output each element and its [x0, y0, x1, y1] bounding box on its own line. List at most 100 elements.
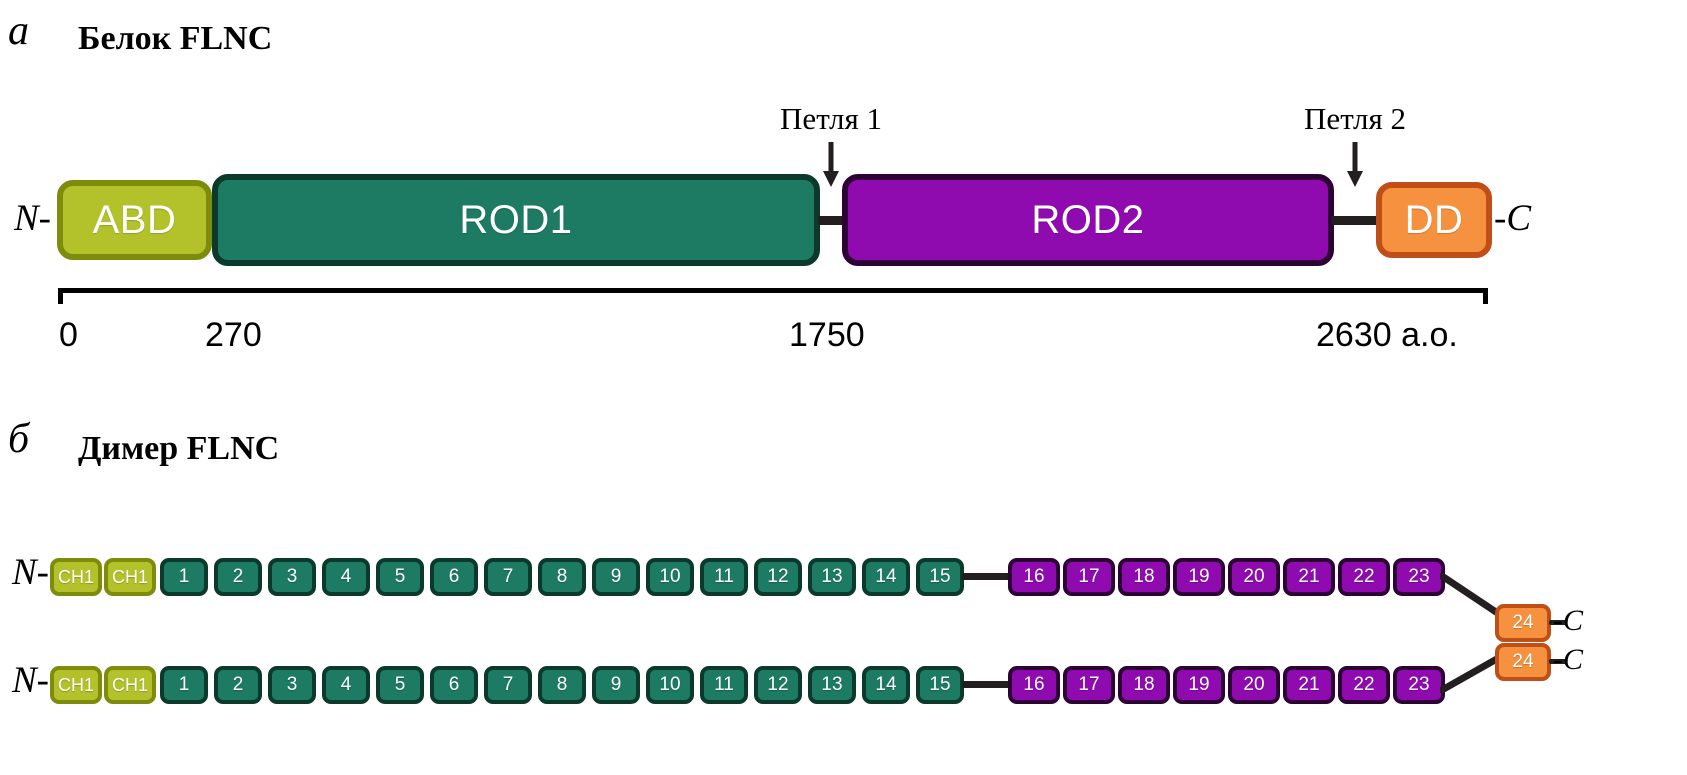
repeat-label: 24 [1512, 651, 1534, 672]
hinge-link-2 [1331, 216, 1381, 225]
chain-top-rod1-11[interactable]: 11 [700, 558, 748, 596]
repeat-label: 9 [610, 566, 622, 587]
domain-rod1-label: ROD1 [459, 197, 573, 242]
repeat-label: 19 [1188, 674, 1210, 695]
repeat-label: 16 [1023, 674, 1045, 695]
chain-top-rod1-10[interactable]: 10 [646, 558, 694, 596]
chain-bottom-rod2-22[interactable]: 22 [1338, 666, 1390, 704]
scale-bar-line [58, 288, 1488, 293]
repeat-label: 20 [1243, 566, 1265, 587]
repeat-label: 6 [448, 674, 460, 695]
chain-top-ch1-1[interactable]: CH1 [50, 558, 102, 596]
repeat-label: 4 [340, 674, 352, 695]
chain-bottom-rod1-8[interactable]: 8 [538, 666, 586, 704]
domain-rod1[interactable]: ROD1 [212, 174, 820, 266]
chain-top-rod1-7[interactable]: 7 [484, 558, 532, 596]
repeat-label: 16 [1023, 566, 1045, 587]
chain-bottom-rod1-3[interactable]: 3 [268, 666, 316, 704]
chain-top-rod1-8[interactable]: 8 [538, 558, 586, 596]
chain-top-dd-24[interactable]: 24 [1495, 604, 1551, 642]
chain-bottom-rod1-7[interactable]: 7 [484, 666, 532, 704]
repeat-label: 12 [767, 674, 789, 695]
loop2-arrow-icon [1347, 142, 1363, 187]
chain-bottom-c-terminus: -C [1553, 643, 1583, 676]
chain-top-rod1-4[interactable]: 4 [322, 558, 370, 596]
repeat-label: 20 [1243, 674, 1265, 695]
chain-bottom-rod2-23[interactable]: 23 [1393, 666, 1445, 704]
chain-top-rod1-9[interactable]: 9 [592, 558, 640, 596]
chain-bottom-rod1-6[interactable]: 6 [430, 666, 478, 704]
repeat-label: 14 [875, 674, 897, 695]
repeat-label: 18 [1133, 674, 1155, 695]
chain-bottom-ch1-2[interactable]: CH1 [104, 666, 156, 704]
repeat-label: 10 [659, 674, 681, 695]
panel-a-n-terminus: N- [14, 198, 51, 239]
chain-bottom-rod1-15[interactable]: 15 [916, 666, 964, 704]
domain-abd[interactable]: ABD [57, 180, 212, 260]
scale-tick-start [58, 288, 63, 304]
panel-a-title: Белок FLNC [78, 20, 273, 57]
chain-bottom-c-link [1549, 659, 1567, 664]
chain-bottom-dd-24[interactable]: 24 [1495, 643, 1551, 681]
chain-bottom-rod1-11[interactable]: 11 [700, 666, 748, 704]
chain-bottom-rod1-1[interactable]: 1 [160, 666, 208, 704]
repeat-label: 1 [178, 566, 190, 587]
chain-top-rod1-2[interactable]: 2 [214, 558, 262, 596]
repeat-label: 21 [1298, 674, 1320, 695]
chain-top-rod2-21[interactable]: 21 [1283, 558, 1335, 596]
chain-bottom-ch1-1[interactable]: CH1 [50, 666, 102, 704]
chain-bottom-rod1-5[interactable]: 5 [376, 666, 424, 704]
repeat-label: 12 [767, 566, 789, 587]
chain-top-dd-connector [1440, 572, 1506, 620]
chain-top-rod2-19[interactable]: 19 [1173, 558, 1225, 596]
chain-bottom-rod1-2[interactable]: 2 [214, 666, 262, 704]
chain-top-rod2-20[interactable]: 20 [1228, 558, 1280, 596]
chain-top-rod1-12[interactable]: 12 [754, 558, 802, 596]
repeat-label: CH1 [57, 674, 94, 695]
chain-bottom-rod2-21[interactable]: 21 [1283, 666, 1335, 704]
chain-top-rod1-6[interactable]: 6 [430, 558, 478, 596]
chain-top-rod2-18[interactable]: 18 [1118, 558, 1170, 596]
chain-top-rod1-14[interactable]: 14 [862, 558, 910, 596]
chain-top-rod2-22[interactable]: 22 [1338, 558, 1390, 596]
chain-bottom-rod2-17[interactable]: 17 [1063, 666, 1115, 704]
chain-top-rod1-5[interactable]: 5 [376, 558, 424, 596]
chain-bottom-rod1-4[interactable]: 4 [322, 666, 370, 704]
chain-bottom-rod2-19[interactable]: 19 [1173, 666, 1225, 704]
chain-bottom-rod2-16[interactable]: 16 [1008, 666, 1060, 704]
chain-top-rod1-3[interactable]: 3 [268, 558, 316, 596]
chain-top-n-terminus: N- [12, 552, 49, 593]
chain-top-rod1-13[interactable]: 13 [808, 558, 856, 596]
repeat-label: CH1 [111, 566, 148, 587]
domain-dd[interactable]: DD [1376, 182, 1492, 258]
chain-top-ch1-2[interactable]: CH1 [104, 558, 156, 596]
repeat-label: 23 [1408, 674, 1430, 695]
panel-a-letter: а [8, 8, 29, 54]
repeat-label: 23 [1408, 566, 1430, 587]
chain-bottom-rod1-9[interactable]: 9 [592, 666, 640, 704]
chain-bottom-rod1-13[interactable]: 13 [808, 666, 856, 704]
chain-top-rod1-1[interactable]: 1 [160, 558, 208, 596]
chain-bottom-rod2-18[interactable]: 18 [1118, 666, 1170, 704]
chain-top-rod2-23[interactable]: 23 [1393, 558, 1445, 596]
repeat-label: 24 [1512, 612, 1534, 633]
chain-bottom-rod2-20[interactable]: 20 [1228, 666, 1280, 704]
chain-top-rod2-16[interactable]: 16 [1008, 558, 1060, 596]
repeat-label: 7 [502, 566, 514, 587]
domain-rod2[interactable]: ROD2 [842, 174, 1334, 266]
scale-label-1750: 1750 [789, 316, 865, 354]
repeat-label: 2 [232, 566, 244, 587]
repeat-label: 4 [340, 566, 352, 587]
chain-bottom-rod1-10[interactable]: 10 [646, 666, 694, 704]
hinge-link-1 [818, 216, 848, 225]
domain-abd-label: ABD [92, 197, 177, 242]
chain-top-rod2-17[interactable]: 17 [1063, 558, 1115, 596]
loop2-label: Петля 2 [1304, 101, 1406, 136]
chain-bottom-rod1-12[interactable]: 12 [754, 666, 802, 704]
panel-b-letter: б [8, 416, 30, 462]
scale-tick-end [1483, 288, 1488, 304]
repeat-label: CH1 [111, 674, 148, 695]
chain-top-rod1-15[interactable]: 15 [916, 558, 964, 596]
chain-bottom-rod1-14[interactable]: 14 [862, 666, 910, 704]
repeat-label: 17 [1078, 566, 1100, 587]
